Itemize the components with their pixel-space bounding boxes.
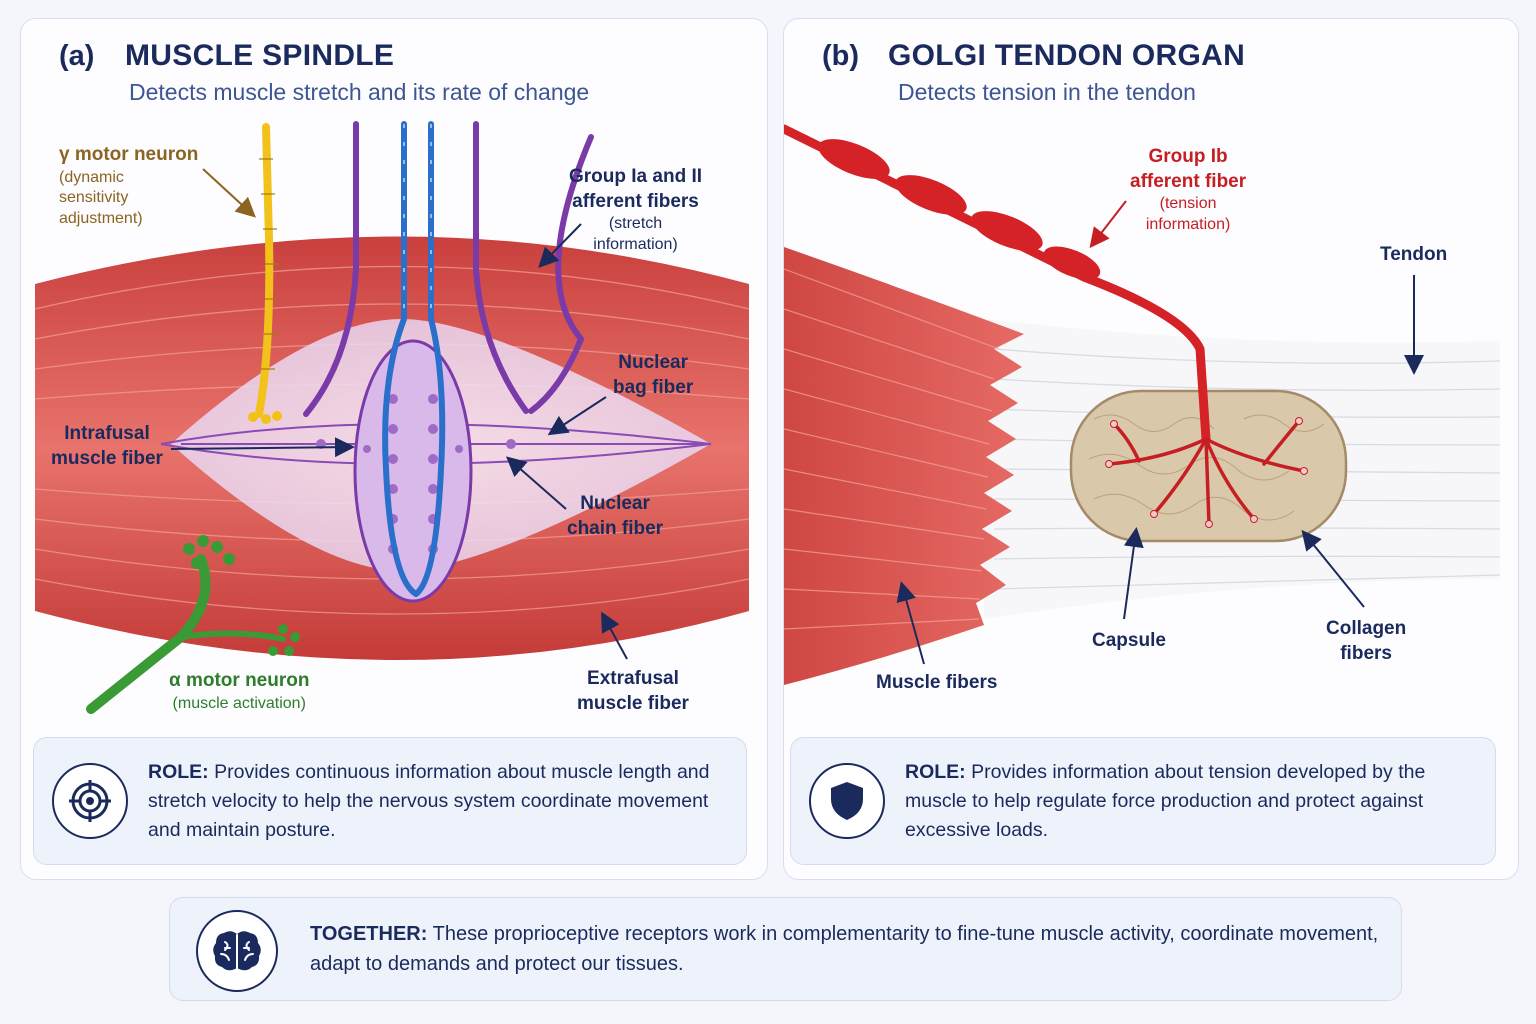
gamma-motor-neuron-label: γ motor neuron (dynamic sensitivity adju… [59, 144, 199, 228]
golgi-tendon-organ-panel: (b) GOLGI TENDON ORGAN Detects tension i… [783, 18, 1519, 880]
gamma-motor-neuron [248, 123, 282, 424]
nuclear-bag-fiber-label: Nuclear bag fiber [613, 352, 694, 398]
panel-a-role-box: ROLE: Provides continuous information ab… [33, 737, 747, 865]
alpha-motor-neuron-label: α motor neuron (muscle activation) [169, 670, 310, 712]
nuclear-chain-fiber-label: Nuclear chain fiber [567, 493, 664, 539]
panel-a-subtitle: Detects muscle stretch and its rate of c… [129, 79, 590, 105]
panel-b-subtitle: Detects tension in the tendon [898, 79, 1196, 105]
target-icon [52, 763, 128, 839]
panel-b-role-text: ROLE: Provides information about tension… [905, 761, 1426, 841]
muscle-fibers-label: Muscle fibers [876, 672, 998, 693]
group-ib-afferent-fiber [784, 124, 1308, 528]
tendon-label: Tendon [1380, 244, 1448, 265]
alpha-motor-neuron [86, 535, 300, 714]
panel-a-heading: (a) MUSCLE SPINDLE [59, 39, 394, 73]
panel-a-title: MUSCLE SPINDLE [125, 39, 395, 72]
capsule-label: Capsule [1092, 630, 1166, 651]
intrafusal-muscle-fiber-label: Intrafusal muscle fiber [51, 423, 163, 469]
golgi-tendon-organ-illustration [784, 124, 1501, 685]
muscle-spindle-panel: (a) MUSCLE SPINDLE Detects muscle stretc… [20, 18, 768, 880]
nuclear-bag-region [353, 339, 473, 603]
panel-a-role-text: ROLE: Provides continuous information ab… [148, 761, 710, 841]
together-summary-box: TOGETHER: These proprioceptive receptors… [169, 897, 1402, 1001]
panel-b-title: GOLGI TENDON ORGAN [888, 39, 1246, 72]
purple-fusimotor-fibers [303, 121, 594, 417]
muscle-fibers [784, 247, 1024, 685]
panel-b-heading: (b) GOLGI TENDON ORGAN [822, 39, 1245, 73]
group-ia-afferent-fibers [382, 121, 446, 597]
panel-b-letter: (b) [822, 40, 860, 72]
group-ia-ii-afferent-label: Group Ia and II afferent fibers (stretch… [569, 166, 703, 254]
together-text: TOGETHER: These proprioceptive receptors… [310, 923, 1379, 975]
collagen-fibers-label: Collagen fibers [1326, 618, 1407, 664]
group-ib-afferent-label: Group Ib afferent fiber (tension informa… [1130, 146, 1247, 234]
muscle-spindle-illustration [34, 121, 750, 714]
panel-a-letter: (a) [59, 40, 95, 72]
brain-icon [196, 910, 278, 992]
panel-b-role-box: ROLE: Provides information about tension… [790, 737, 1496, 865]
shield-icon [809, 763, 885, 839]
extrafusal-muscle-fiber-label: Extrafusal muscle fiber [577, 668, 689, 714]
